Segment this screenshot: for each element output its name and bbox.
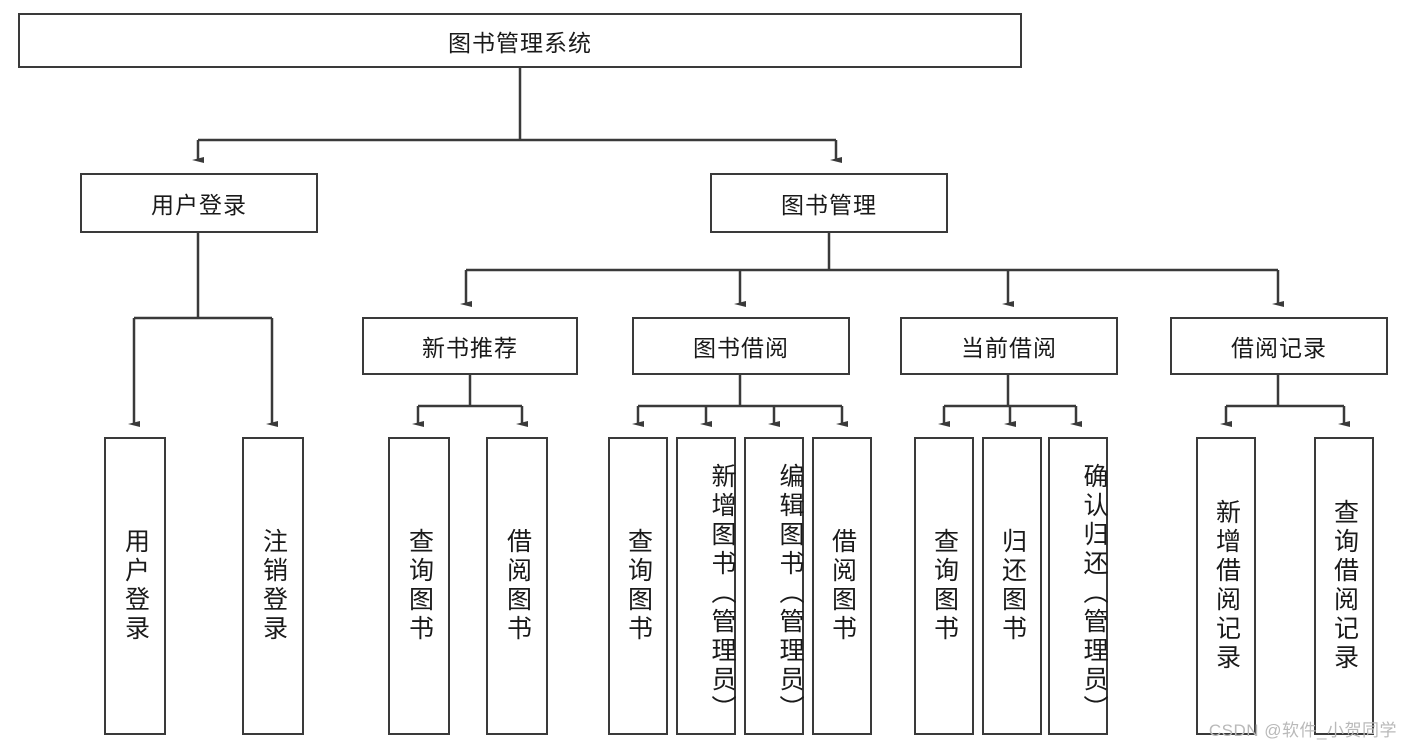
leaf-new-book-borrow-book[interactable]: 借阅图书 [486, 437, 548, 735]
node-root-book-management-system[interactable]: 图书管理系统 [18, 13, 1022, 68]
node-label: 编辑图书（管理员） [776, 462, 804, 724]
node-book-borrow[interactable]: 图书借阅 [632, 317, 850, 375]
leaf-borrow-record-query-record[interactable]: 查询借阅记录 [1314, 437, 1374, 735]
node-label: 新增借阅记录 [1212, 499, 1241, 673]
node-user-login[interactable]: 用户登录 [80, 173, 318, 233]
node-label: 当前借阅 [961, 335, 1057, 361]
node-label: 确认归还（管理员） [1080, 462, 1108, 724]
leaf-book-borrow-borrow-book[interactable]: 借阅图书 [812, 437, 872, 735]
node-label: 借阅图书 [828, 528, 857, 644]
node-label: 查询图书 [930, 528, 959, 644]
node-label: 注销登录 [259, 528, 288, 644]
leaf-borrow-record-add-record[interactable]: 新增借阅记录 [1196, 437, 1256, 735]
leaf-user-login-logout[interactable]: 注销登录 [242, 437, 304, 735]
leaf-current-borrow-return-book[interactable]: 归还图书 [982, 437, 1042, 735]
node-label: 用户登录 [151, 192, 247, 218]
leaf-current-borrow-query-book[interactable]: 查询图书 [914, 437, 974, 735]
node-new-book-recommend[interactable]: 新书推荐 [362, 317, 578, 375]
node-current-borrow[interactable]: 当前借阅 [900, 317, 1118, 375]
node-label: 查询借阅记录 [1330, 499, 1359, 673]
leaf-book-borrow-edit-book-admin[interactable]: 编辑图书（管理员） [744, 437, 804, 735]
leaf-current-borrow-confirm-return-admin[interactable]: 确认归还（管理员） [1048, 437, 1108, 735]
node-label: 借阅图书 [503, 528, 532, 644]
leaf-user-login-login[interactable]: 用户登录 [104, 437, 166, 735]
leaf-new-book-query-book[interactable]: 查询图书 [388, 437, 450, 735]
node-label: 新增图书（管理员） [708, 462, 736, 724]
node-label: 归还图书 [998, 528, 1027, 644]
node-label: 图书管理 [781, 192, 877, 218]
watermark-text: CSDN @软件_小贺同学 [1208, 721, 1397, 740]
node-label: 用户登录 [121, 528, 150, 644]
node-label: 查询图书 [624, 528, 653, 644]
node-book-management[interactable]: 图书管理 [710, 173, 948, 233]
node-label: 新书推荐 [422, 335, 518, 361]
leaf-book-borrow-add-book-admin[interactable]: 新增图书（管理员） [676, 437, 736, 735]
leaf-book-borrow-query-book[interactable]: 查询图书 [608, 437, 668, 735]
node-label: 图书管理系统 [448, 29, 592, 56]
node-borrow-record[interactable]: 借阅记录 [1170, 317, 1388, 375]
node-label: 图书借阅 [693, 335, 789, 361]
node-label: 借阅记录 [1231, 335, 1327, 361]
node-label: 查询图书 [405, 528, 434, 644]
